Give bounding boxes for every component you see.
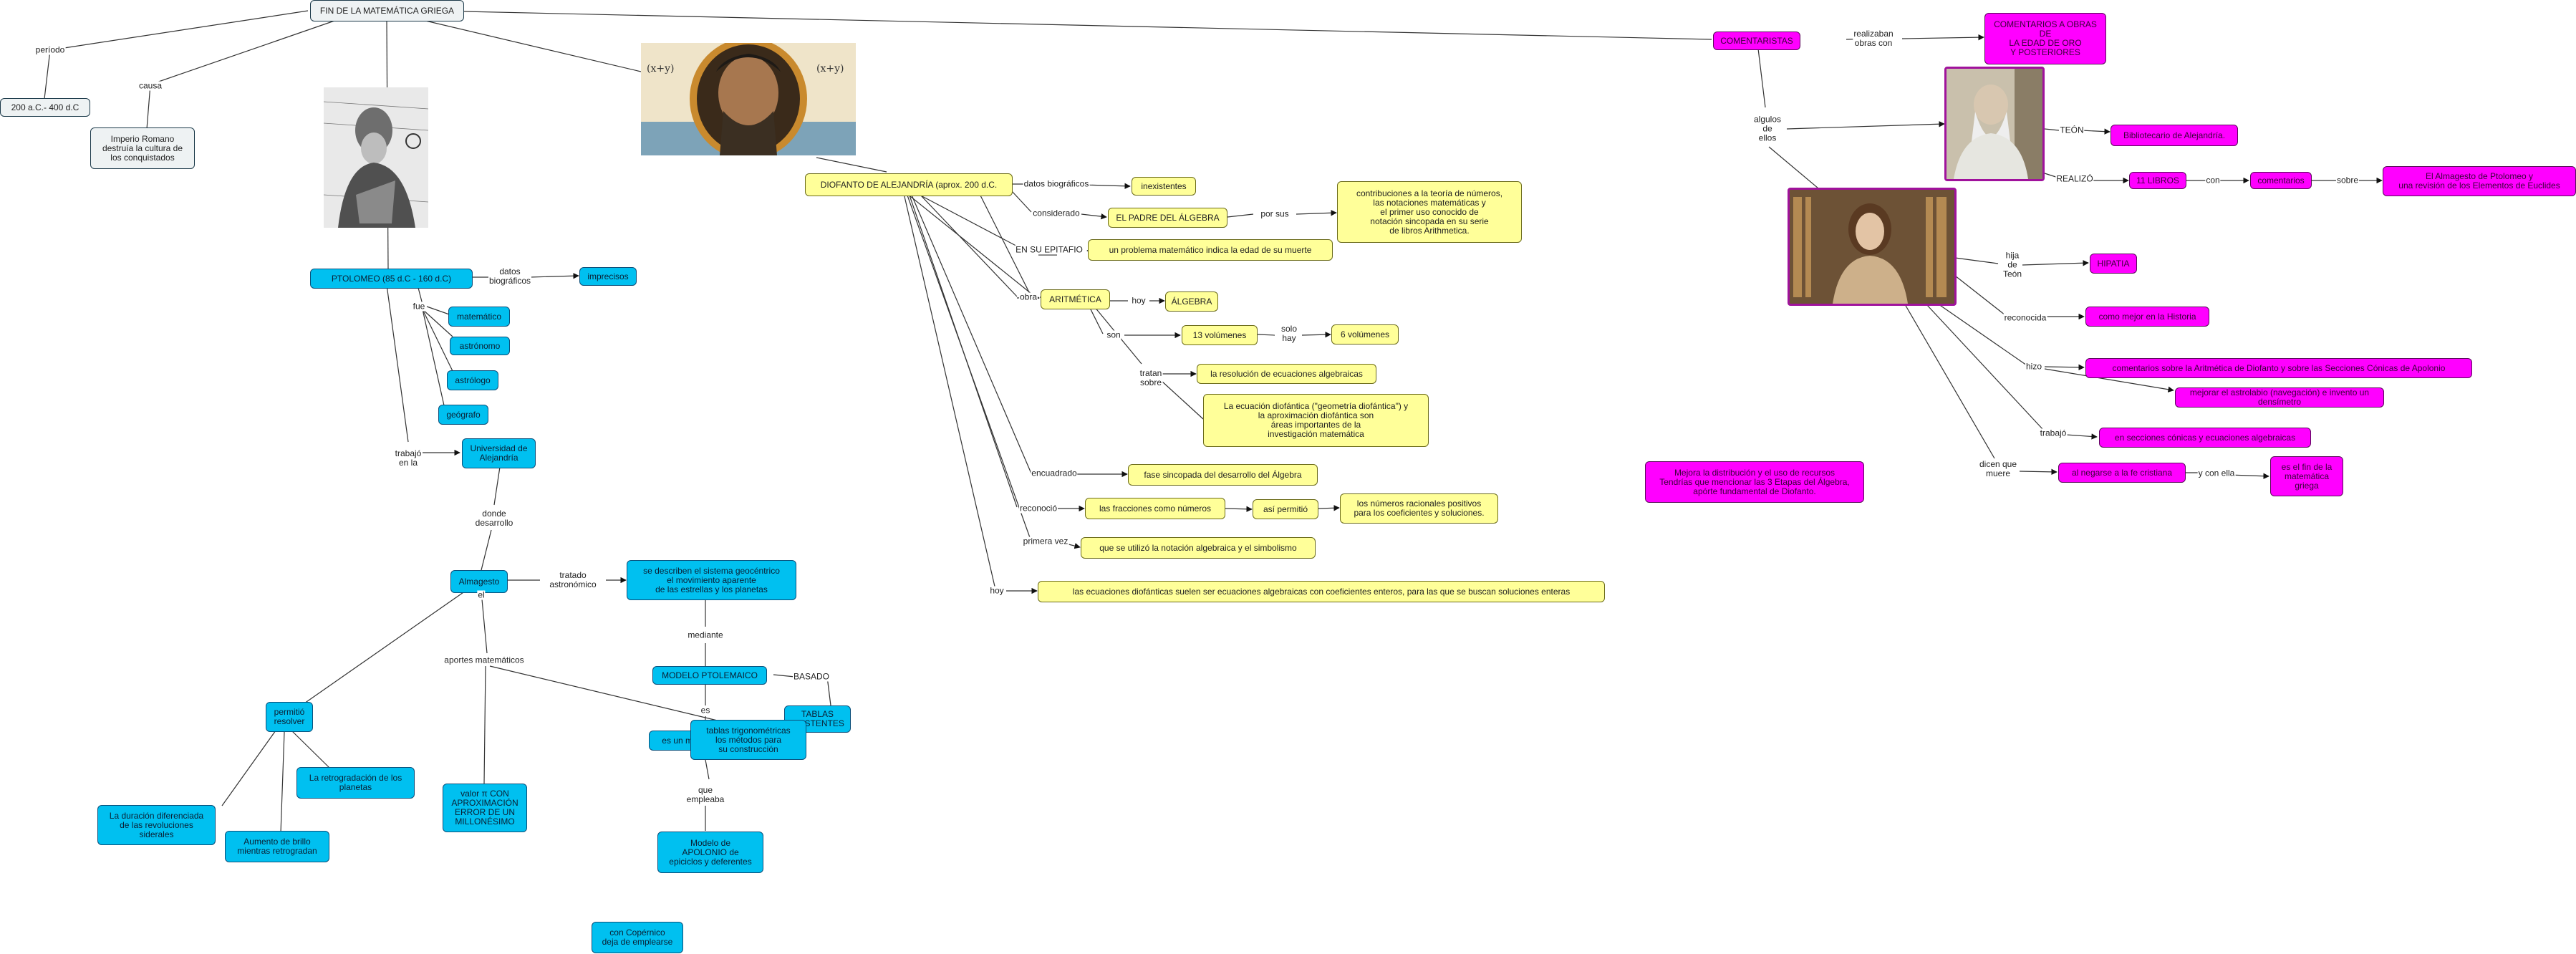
node-6-volumenes[interactable]: 6 volúmenes — [1331, 324, 1399, 344]
node-11-libros[interactable]: 11 LIBROS — [2129, 172, 2186, 189]
node-describen[interactable]: se describen el sistema geocéntrico el m… — [627, 560, 796, 600]
label-datos-biograficos-ptolomeo: datos biográficos — [488, 266, 532, 286]
node-secciones-conicas[interactable]: en secciones cónicas y ecuaciones algebr… — [2099, 428, 2311, 448]
node-universidad[interactable]: Universidad de Alejandría — [462, 438, 536, 468]
label-obra: obra — [1018, 292, 1038, 302]
node-resolucion-ecuaciones[interactable]: la resolución de ecuaciones algebraicas — [1197, 364, 1376, 384]
node-aumento-brillo[interactable]: Aumento de brillo mientras retrogradan — [225, 831, 329, 862]
node-apolonio[interactable]: Modelo de APOLONIO de epiciclos y defere… — [657, 832, 763, 873]
label-son: son — [1106, 329, 1121, 340]
svg-text:(x+y): (x+y) — [647, 63, 674, 74]
node-imprecisos[interactable]: imprecisos — [579, 267, 637, 286]
node-comentaristas[interactable]: COMENTARISTAS — [1713, 32, 1800, 50]
label-tratan-sobre: tratan sobre — [1139, 368, 1163, 387]
node-comentarios-obras[interactable]: COMENTARIOS A OBRAS DE LA EDAD DE ORO Y … — [1984, 13, 2106, 64]
node-fecha[interactable]: 200 a.C.- 400 d.C — [0, 98, 90, 117]
label-que-empleaba: que empleaba — [685, 785, 725, 804]
label-trabajo-en: trabajó en la — [394, 448, 423, 468]
label-datos-biograficos-diofanto: datos biográficos — [1023, 178, 1090, 189]
node-matematico[interactable]: matemático — [448, 307, 510, 327]
label-dicen-que-muere: dicen que muere — [1978, 459, 2018, 478]
label-reconocida: reconocida — [2003, 312, 2047, 323]
node-comentarios[interactable]: comentarios — [2250, 172, 2312, 189]
node-algebra[interactable]: ÁLGEBRA — [1165, 292, 1218, 312]
label-reconocio: reconoció — [1018, 503, 1058, 514]
label-algunos-de-ellos: algulos de ellos — [1752, 114, 1783, 143]
label-donde-desarrollo: donde desarrollo — [474, 509, 514, 528]
node-ecuaciones-hoy[interactable]: las ecuaciones diofánticas suelen ser ec… — [1038, 581, 1605, 602]
label-y-con-ella: y con ella — [2197, 468, 2236, 478]
label-considerado: considerado — [1032, 208, 1081, 218]
node-diofanto[interactable]: DIOFANTO DE ALEJANDRÍA (aprox. 200 d.C. — [805, 173, 1013, 196]
label-basado: BASADO — [792, 671, 831, 682]
node-astrologo[interactable]: astrólogo — [447, 370, 498, 390]
node-asi-permitio[interactable]: así permitió — [1253, 499, 1318, 519]
label-periodo: período — [34, 44, 66, 55]
node-fin-matematica[interactable]: es el fin de la matemática griega — [2270, 456, 2343, 496]
node-inexistentes[interactable]: inexistentes — [1132, 177, 1196, 196]
label-fue: fue — [412, 301, 426, 312]
label-con: con — [2205, 175, 2221, 186]
label-hija-de-teon: hija de Teón — [2002, 250, 2023, 279]
node-modelo-ptolemaico[interactable]: MODELO PTOLEMAICO — [652, 666, 767, 685]
label-realizo: REALIZÓ — [2055, 173, 2094, 184]
node-contribuciones[interactable]: contribuciones a la teoría de números, l… — [1337, 181, 1522, 243]
label-el: el — [477, 589, 486, 600]
node-astrolabio[interactable]: mejorar el astrolabio (navegación) e inv… — [2175, 387, 2384, 408]
node-problema-epitafio[interactable]: un problema matemático indica la edad de… — [1088, 239, 1333, 261]
svg-text:(x+y): (x+y) — [816, 63, 844, 74]
node-duracion[interactable]: La duración diferenciada de las revoluci… — [97, 805, 216, 845]
node-aritmetica[interactable]: ARITMÉTICA — [1041, 289, 1110, 309]
label-aportes-matematicos: aportes matemáticos — [443, 655, 525, 665]
node-almagesto-revision[interactable]: El Almagesto de Ptolomeo y una revisión … — [2383, 166, 2576, 196]
label-realizaban-obras: realizaban obras con — [1853, 29, 1894, 48]
label-solo-hay: solo hay — [1280, 324, 1298, 343]
node-comentarios-diofanto[interactable]: comentarios sobre la Aritmética de Diofa… — [2085, 358, 2472, 378]
label-causa: causa — [138, 80, 163, 91]
label-trabajo: trabajó — [2039, 428, 2068, 438]
node-retrogradacion[interactable]: La retrogradación de los planetas — [296, 767, 415, 799]
theon-portrait-image — [1944, 67, 2045, 181]
label-epitafio: EN SU EPITAFIO — [1015, 244, 1084, 255]
node-permitio-resolver[interactable]: permitió resolver — [266, 702, 313, 732]
portrait-engraving-image — [324, 87, 428, 228]
label-mediante: mediante — [687, 630, 724, 640]
node-copernico[interactable]: con Copérnico deja de emplearse — [592, 922, 683, 953]
node-racionales[interactable]: los números racionales positivos para lo… — [1340, 493, 1498, 524]
node-tablas-trigonometricas[interactable]: tablas trigonométricas los métodos para … — [690, 720, 806, 760]
node-geografo[interactable]: geógrafo — [438, 405, 488, 425]
label-es: es — [700, 705, 711, 716]
diophantus-portrait-image: (x+y) (x+y) — [641, 43, 856, 155]
label-hizo: hizo — [2025, 361, 2043, 372]
node-mejor-mujer[interactable]: como mejor en la Historia — [2085, 307, 2209, 327]
node-padre-algebra[interactable]: EL PADRE DEL ÁLGEBRA — [1108, 208, 1227, 228]
node-fin-matematica-griega[interactable]: FIN DE LA MATEMÁTICA GRIEGA — [310, 0, 464, 21]
node-notacion-algebraica[interactable]: que se utilizó la notación algebraica y … — [1081, 537, 1316, 559]
node-imperio-romano[interactable]: Imperio Romano destruía la cultura de lo… — [90, 127, 195, 169]
node-negarse-fe[interactable]: al negarse a la fe cristiana — [2058, 463, 2186, 483]
label-encuadrado: encuadrado — [1031, 468, 1078, 478]
node-fracciones[interactable]: las fracciones como números — [1085, 498, 1225, 519]
node-astronomo[interactable]: astrónomo — [450, 337, 510, 355]
node-ecuacion-diofantica[interactable]: La ecuación diofántica ("geometría diofá… — [1203, 394, 1429, 447]
node-mejora-distribucion[interactable]: Mejora la distribución y el uso de recur… — [1645, 461, 1864, 503]
label-por-sus: por sus — [1260, 208, 1290, 219]
label-hoy-ecuaciones: hoy — [989, 585, 1005, 596]
node-hipatia[interactable]: HIPATIA — [2090, 254, 2137, 274]
node-fase-sincopada[interactable]: fase sincopada del desarrollo del Álgebr… — [1128, 464, 1318, 486]
node-valor-pi[interactable]: valor π CON APROXIMACIÓN ERROR DE UN MIL… — [443, 784, 527, 832]
label-teon: TEÓN — [2059, 125, 2085, 135]
node-13-volumenes[interactable]: 13 volúmenes — [1182, 325, 1258, 345]
label-hoy-algebra: hoy — [1131, 295, 1147, 306]
label-tratado-astronomico: tratado astronómico — [549, 570, 597, 589]
label-sobre: sobre — [2335, 175, 2360, 186]
hypatia-portrait-image — [1788, 188, 1957, 306]
node-bibliotecario[interactable]: Bibliotecario de Alejandría. — [2111, 125, 2238, 146]
node-ptolomeo[interactable]: PTOLOMEO (85 d.C - 160 d.C) — [310, 269, 473, 289]
label-primera-vez: primera vez — [1022, 536, 1069, 546]
